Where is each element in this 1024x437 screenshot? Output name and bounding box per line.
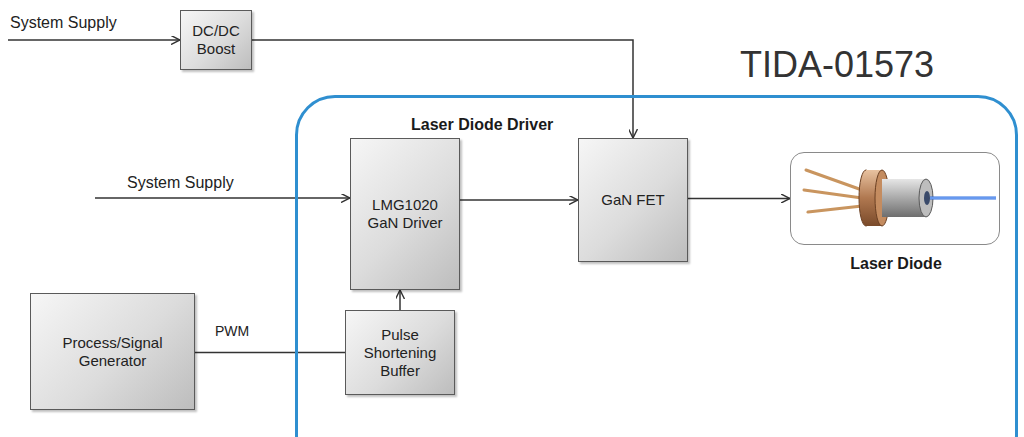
box-label: Pulse Shortening Buffer [352, 326, 448, 380]
box-label: DC/DC Boost [186, 22, 246, 58]
connector-arrow [252, 40, 633, 138]
laser-diode-box: Laser Diode [790, 152, 1000, 245]
diode-pins [804, 170, 862, 212]
signal-generator-box: Process/Signal Generator [30, 293, 195, 410]
supply-label: System Supply [127, 174, 234, 192]
connector-arrow [688, 198, 790, 200]
driver-region: Laser Diode DriverLMG1020 GaN Driver GaN … [295, 95, 1018, 437]
gan-fet-box: GaN FET [578, 138, 688, 262]
box-label: GaN FET [601, 191, 664, 209]
supply-wire [95, 197, 350, 199]
supply-wire [8, 39, 180, 41]
pulse-buffer-box: Pulse Shortening Buffer [345, 310, 455, 395]
laser-beam [930, 198, 996, 199]
heading-label: Laser Diode [850, 254, 942, 273]
gate-driver-box: LMG1020 GaN Driver [350, 138, 460, 290]
connector-arrow [399, 290, 401, 310]
boost-converter-box: DC/DC Boost [180, 10, 252, 70]
signal-label: PWM [213, 323, 251, 339]
laser-beam [930, 197, 996, 200]
supply-label: System Supply [10, 14, 117, 32]
heading-label: Laser Diode Driver [411, 115, 553, 134]
box-label: Process/Signal Generator [48, 334, 178, 370]
connector-arrow [195, 352, 345, 354]
connector-arrow [460, 199, 578, 201]
diode-window [924, 191, 930, 205]
diagram-title: TIDA-01573 [740, 44, 934, 86]
box-label: LMG1020 GaN Driver [365, 196, 445, 232]
